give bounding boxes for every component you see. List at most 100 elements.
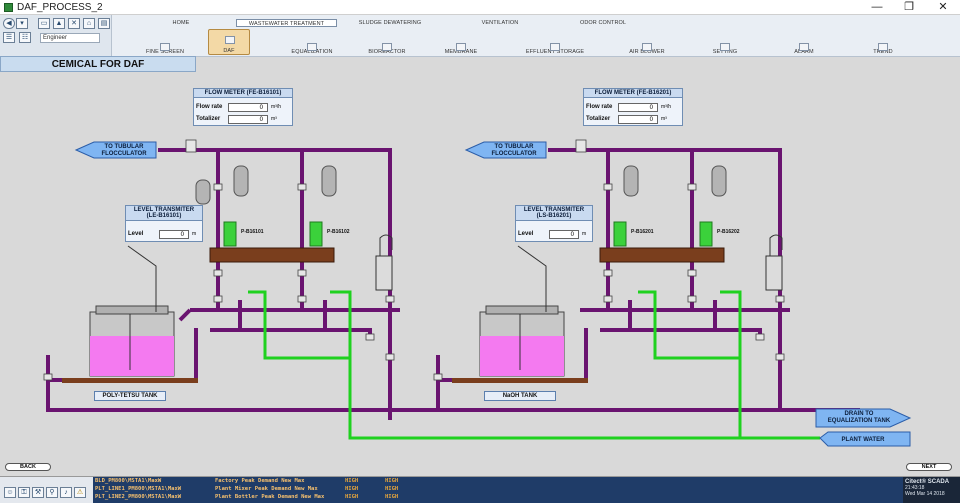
right-level-panel: LEVEL TRANSMITER (LS-B16201) Level 0 m (515, 205, 593, 242)
bell-icon[interactable]: ♪ (60, 487, 72, 498)
quick-tools: ◀ ▾ ▭ ▲ ✕ ⌂ ▤ ☰ ☷ Engineer (0, 15, 112, 57)
right-destination-label: TO TUBULAR FLOCCULATOR (491, 144, 537, 157)
left-pump-2-body (309, 221, 323, 247)
window-icon[interactable]: ▭ (38, 18, 50, 29)
right-level-title: LEVEL TRANSMITER (LS-B16201) (516, 206, 592, 221)
tank-icon (307, 43, 317, 51)
subtab-air-blower[interactable]: AIR BLOWER (612, 40, 682, 55)
left-pump-1-tag: P-B16101 (241, 229, 264, 235)
logout-icon[interactable]: ☷ (19, 32, 31, 43)
tools-icon[interactable]: ⚒ (32, 487, 44, 498)
history-icon[interactable]: ▾ (16, 18, 28, 29)
tab-home[interactable]: HOME (172, 20, 190, 26)
subtab-fine-screen[interactable]: FINE SCREEN (130, 40, 200, 55)
tab-sludge-dewatering[interactable]: SLUDGE DEWATERING (358, 20, 422, 26)
left-flow-meter-title: FLOW METER (FE-B16101) (194, 89, 292, 98)
screen-icon (160, 43, 170, 51)
left-pump-1-body (223, 221, 237, 247)
next-button[interactable]: NEXT (906, 463, 952, 471)
left-tank-label: POLY-TETSU TANK (94, 391, 166, 401)
subtab-alarm[interactable]: ALARM (769, 40, 839, 55)
tab-ventilation[interactable]: VENTILATION (481, 20, 519, 26)
tab-odor-control[interactable]: ODOR CONTROL (579, 20, 627, 26)
right-piping (436, 148, 790, 410)
left-flow-rate-label: Flow rate (196, 104, 223, 110)
bioreactor-icon (382, 43, 392, 51)
right-flow-rate-unit: m³/h (661, 104, 671, 110)
home-icon[interactable]: ⌂ (83, 18, 95, 29)
tab-wastewater-treatment[interactable]: WASTEWATER TREATMENT (236, 19, 337, 27)
clock-panel: Citect® SCADA 21:43:18 Wed Mar 14 2018 (903, 477, 960, 503)
left-pulsation-damper-2 (321, 165, 337, 197)
app-icon (4, 3, 13, 12)
left-flow-rate-value: 0 (228, 103, 268, 112)
subtab-daf[interactable]: DAF (208, 29, 250, 55)
subtab-setting[interactable]: SETTING (690, 40, 760, 55)
right-tank-base (452, 378, 588, 383)
scada-brand: Citect® SCADA (905, 479, 950, 485)
storage-icon (550, 43, 560, 51)
user-role-field: Engineer (40, 33, 100, 43)
daf-icon (225, 36, 235, 44)
left-tank-base (62, 378, 198, 383)
left-water-lines (248, 290, 820, 440)
right-totalizer-value: 0 (618, 115, 658, 124)
up-icon[interactable]: ▲ (53, 18, 65, 29)
left-flow-rate-unit: m³/h (271, 104, 281, 110)
subtab-effluent-storage[interactable]: EFFLUENT STORAGE (517, 40, 593, 55)
right-level-value: 0 (549, 230, 579, 239)
right-dest-arrow (464, 141, 547, 159)
left-totalizer-unit: m³ (271, 116, 277, 122)
right-flow-rate-value: 0 (618, 103, 658, 112)
right-flow-meter-panel: FLOW METER (FE-B16201) Flow rate 0 m³/h … (583, 88, 683, 126)
window-titlebar: DAF_PROCESS_2 — ❐ ✕ (0, 0, 960, 15)
right-flow-meter-title: FLOW METER (FE-B16201) (584, 89, 682, 98)
warning-icon[interactable]: ⚠ (74, 487, 86, 498)
key-icon[interactable]: ⚿ (18, 487, 30, 498)
drain-arrow (815, 408, 912, 428)
subtab-membrane[interactable]: MEMBRANE (426, 40, 496, 55)
right-pulsation-damper-2 (711, 165, 727, 197)
subtab-bioreactor[interactable]: BIOREACTOR (352, 40, 422, 55)
right-pump-2-tag: P-B16202 (717, 229, 740, 235)
subtab-equalization[interactable]: EQUALIZATION (277, 40, 347, 55)
user-icon[interactable]: ☺ (4, 487, 16, 498)
right-tank-label: NaOH TANK (484, 391, 556, 401)
right-pulsation-damper-1 (623, 165, 639, 197)
lock-icon[interactable]: ⚲ (46, 487, 58, 498)
window-title: DAF_PROCESS_2 (17, 2, 103, 13)
right-level-unit: m (582, 231, 587, 237)
left-pulsation-damper-1 (233, 165, 249, 197)
maximize-button[interactable]: ❐ (904, 1, 914, 13)
plant-water-arrow (819, 431, 911, 447)
left-level-panel: LEVEL TRANSMITER (LE-B16101) Level 0 m (125, 205, 203, 242)
right-water-lines (638, 290, 742, 438)
right-pump-2-body (699, 221, 713, 247)
right-totalizer-label: Totalizer (586, 116, 611, 122)
minimize-button[interactable]: — (871, 1, 883, 13)
gear-icon (720, 43, 730, 51)
right-pump-platform (599, 247, 725, 263)
left-destination-label: TO TUBULAR FLOCCULATOR (101, 144, 147, 157)
drain-label: DRAIN TO EQUALIZATION TANK (827, 411, 891, 424)
left-totalizer-label: Totalizer (196, 116, 221, 122)
close-button[interactable]: ✕ (938, 1, 948, 13)
print-icon[interactable]: ▤ (98, 18, 110, 29)
back-button[interactable]: BACK (5, 463, 51, 471)
left-pump-platform (209, 247, 335, 263)
stop-icon[interactable]: ✕ (68, 18, 80, 29)
right-pump-1-body (613, 221, 627, 247)
right-flow-rate-label: Flow rate (586, 104, 613, 110)
left-tank-liquid (90, 336, 174, 376)
right-calibration-column (765, 255, 783, 291)
left-level-title: LEVEL TRANSMITER (LE-B16101) (126, 206, 202, 221)
page-title: CEMICAL FOR DAF (0, 56, 196, 72)
membrane-icon (456, 43, 466, 51)
back-arrow-icon[interactable]: ◀ (3, 18, 15, 29)
login-icon[interactable]: ☰ (3, 32, 15, 43)
left-level-unit: m (192, 231, 197, 237)
clock-date: Wed Mar 14 2018 (905, 491, 945, 497)
subtab-trend[interactable]: TREND (848, 40, 918, 55)
